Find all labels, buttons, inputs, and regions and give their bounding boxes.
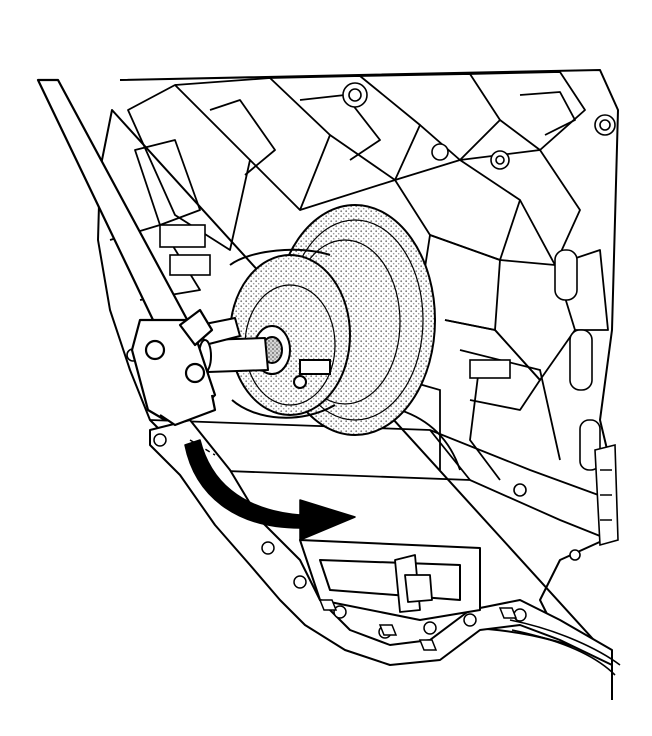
bolt-bosses (126, 82, 616, 561)
lower-rails (149, 349, 613, 541)
wrench-handle-icon (36, 78, 217, 427)
block-ribs (109, 71, 609, 411)
bottom-hose (509, 619, 621, 676)
right-edge-detail (594, 443, 619, 547)
flange-nuts (318, 599, 518, 651)
rotation-arrow-icon (184, 439, 356, 541)
left-bosses (159, 224, 511, 379)
lower-bracket (394, 554, 433, 613)
